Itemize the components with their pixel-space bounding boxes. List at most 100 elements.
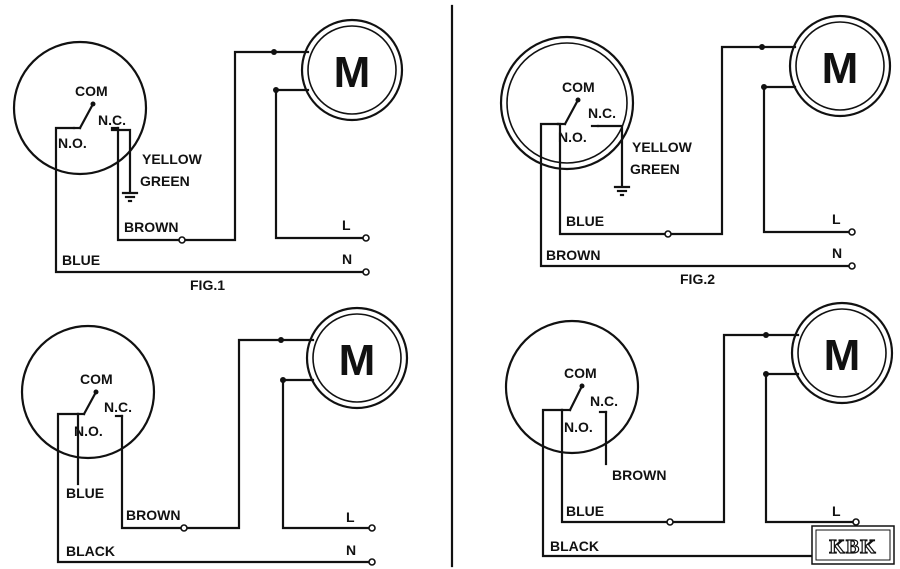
fig3-thermostat-circle xyxy=(20,324,156,460)
fig1-nc-label: N.C. xyxy=(98,112,126,128)
fig3-no-label: N.O. xyxy=(74,423,103,439)
fig1-brown-junction xyxy=(178,236,186,244)
fig1-blue-wire xyxy=(54,126,368,274)
diagram-fig2: M COM N.C. N.O. YELLOW GREEN BLUE L BROW… xyxy=(499,14,892,287)
fig4-motor-circle xyxy=(790,301,894,405)
fig3-black-label: BLACK xyxy=(66,543,115,559)
fig1-l-terminal xyxy=(362,234,370,242)
fig2-motor-circle xyxy=(788,14,892,118)
fig2-motor-inner-ring xyxy=(795,21,885,111)
fig2-ground-label-2: GREEN xyxy=(630,161,680,177)
fig4-blue-label: BLUE xyxy=(566,503,604,519)
fig2-l-label: L xyxy=(832,211,841,227)
fig4-l-label: L xyxy=(832,503,841,519)
fig4-brown-label: BROWN xyxy=(612,467,666,483)
fig2-thermostat-circle xyxy=(499,35,635,171)
fig4-com-label: COM xyxy=(564,365,597,381)
fig4-blue-wire xyxy=(560,333,800,524)
fig3-motor-node-top xyxy=(278,337,284,343)
fig3-brown-junction xyxy=(180,524,188,532)
fig1-ground-icon xyxy=(121,191,139,203)
fig1-l-wire xyxy=(274,88,368,240)
fig3-motor-label: M xyxy=(339,336,376,385)
fig3-switch-blade xyxy=(82,390,98,416)
fig1-com-label: COM xyxy=(75,83,108,99)
fig3-nc-label: N.C. xyxy=(104,399,132,415)
fig4-black-label: BLACK xyxy=(550,538,599,554)
fig2-l-wire xyxy=(762,85,854,234)
diagram-fig3: M COM N.C. N.O. BLUE BROWN L BLACK N xyxy=(20,306,409,566)
fig2-thermostat-inner-ring xyxy=(506,42,628,164)
fig2-blue-wire xyxy=(556,45,797,236)
fig3-black-wire xyxy=(56,412,374,564)
fig3-brown-label: BROWN xyxy=(126,507,180,523)
fig4-motor-node-bottom xyxy=(763,371,769,377)
fig3-com-node xyxy=(93,389,99,395)
fig2-brown-wire xyxy=(539,122,854,268)
fig1-ground-label-2: GREEN xyxy=(140,173,190,189)
fig1-n-terminal xyxy=(362,268,370,276)
fig2-ground-label-1: YELLOW xyxy=(632,139,693,155)
fig2-blue-label: BLUE xyxy=(566,213,604,229)
diagram-fig1: M COM N.C. N.O. YELLOW GREEN BROWN L BLU… xyxy=(12,18,404,293)
fig4-motor-label: M xyxy=(824,331,861,380)
fig2-brown-label: BROWN xyxy=(546,247,600,263)
fig3-com-label: COM xyxy=(80,371,113,387)
fig2-ground-wire xyxy=(596,124,624,188)
fig1-ground-label-1: YELLOW xyxy=(142,151,203,167)
fig1-motor-label: M xyxy=(334,48,371,97)
fig3-blue-label: BLUE xyxy=(66,485,104,501)
fig1-blue-label: BLUE xyxy=(62,252,100,268)
fig2-caption: FIG.2 xyxy=(680,271,715,287)
fig3-n-label: N xyxy=(346,542,356,558)
fig1-n-label: N xyxy=(342,251,352,267)
fig2-com-label: COM xyxy=(562,79,595,95)
fig1-no-label: N.O. xyxy=(58,135,87,151)
fig4-motor-inner-ring xyxy=(797,308,887,398)
fig3-l-terminal xyxy=(368,524,376,532)
fig1-brown-label: BROWN xyxy=(124,219,178,235)
fig1-motor-node-top xyxy=(271,49,277,55)
fig3-l-wire xyxy=(281,378,374,530)
fig4-black-wire xyxy=(541,408,858,558)
fig2-no-label: N.O. xyxy=(558,129,587,145)
fig3-l-label: L xyxy=(346,509,355,525)
fig4-l-wire xyxy=(764,372,858,524)
fig1-motor-inner-ring xyxy=(307,25,397,115)
fig2-n-label: N xyxy=(832,245,842,261)
fig1-l-label: L xyxy=(342,217,351,233)
fig3-brown-wire xyxy=(120,338,315,530)
fig2-switch-blade xyxy=(563,98,580,126)
fig1-com-node xyxy=(90,101,96,107)
fig4-nc-label: N.C. xyxy=(590,393,618,409)
fig2-com-node xyxy=(575,97,581,103)
fig2-motor-label: M xyxy=(822,44,859,93)
fig1-brown-wire xyxy=(116,50,310,242)
fig4-motor-node-top xyxy=(763,332,769,338)
fig2-l-terminal xyxy=(848,228,856,236)
fig4-thermostat-circle xyxy=(504,319,640,455)
fig4-com-node xyxy=(579,383,585,389)
fig4-blue-junction xyxy=(666,518,674,526)
fig3-motor-node-bottom xyxy=(280,377,286,383)
fig4-switch-blade xyxy=(568,384,584,412)
diagram-fig4: M COM N.C. N.O. BROWN BLUE L BLACK xyxy=(504,301,894,560)
fig2-motor-node-top xyxy=(759,44,765,50)
fig4-l-terminal xyxy=(852,518,860,526)
fig4-no-label: N.O. xyxy=(564,419,593,435)
fig3-motor-circle xyxy=(305,306,409,410)
fig3-n-terminal xyxy=(368,558,376,566)
kbk-logo: KBK xyxy=(811,525,895,565)
fig1-caption: FIG.1 xyxy=(190,277,225,293)
fig2-ground-icon xyxy=(613,185,631,197)
fig2-blue-junction xyxy=(664,230,672,238)
fig1-motor-node-bottom xyxy=(273,87,279,93)
fig1-switch-blade xyxy=(78,102,95,130)
fig1-motor-circle xyxy=(300,18,404,122)
fig3-motor-inner-ring xyxy=(312,313,402,403)
kbk-logo-text: KBK xyxy=(829,536,876,558)
fig2-motor-node-bottom xyxy=(761,84,767,90)
fig2-nc-label: N.C. xyxy=(588,105,616,121)
